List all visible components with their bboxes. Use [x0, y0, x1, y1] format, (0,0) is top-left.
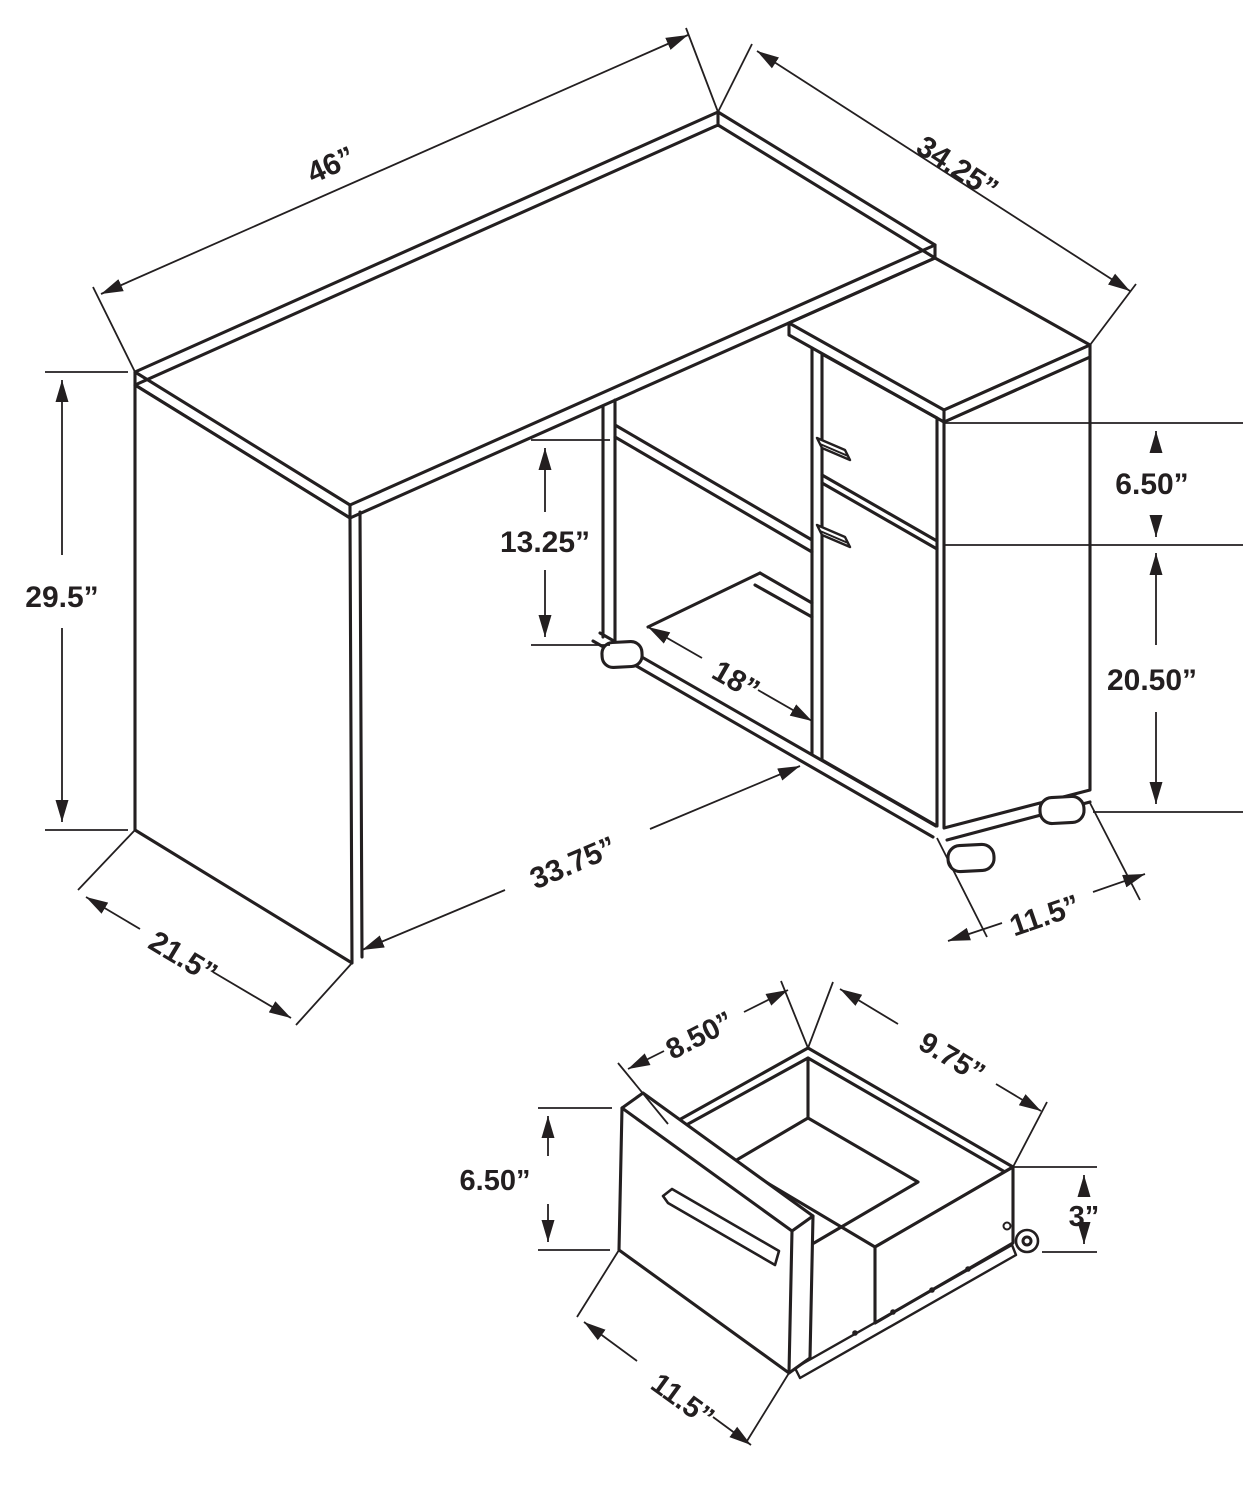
dim-label-11-5-drawer: 11.5”	[645, 1367, 720, 1434]
dim-line-right	[743, 989, 789, 1013]
dim-ext-lines	[1013, 1166, 1097, 1253]
dim-line-left	[361, 889, 506, 951]
cabinet-foot-back	[1038, 794, 1086, 826]
dim-desk-front-span: 33.75”	[361, 765, 801, 951]
shelf-ceiling-edge-lower	[613, 435, 814, 554]
dim-desk-height: 29.5”	[25, 371, 128, 831]
drawer-detail-view: 8.50” 9.75” 6.50” 3”	[460, 980, 1100, 1446]
cabinet-front-face	[820, 352, 939, 828]
dim-line	[756, 50, 1131, 292]
dim-line-right	[1092, 873, 1146, 893]
middle-shelf-front-edge	[758, 571, 814, 605]
dim-label-13-25: 13.25”	[500, 526, 590, 559]
drawer-slide-rail	[793, 1228, 1040, 1380]
rail-rivet	[965, 1266, 971, 1272]
dim-line-upper	[85, 896, 141, 930]
dim-label-11-5-cabinet: 11.5”	[1006, 889, 1085, 944]
drawer-screw-hole	[1002, 1221, 1012, 1231]
dim-line-right	[712, 1416, 752, 1446]
dim-ext-lines	[576, 1249, 790, 1442]
rail-rivet	[890, 1309, 896, 1315]
cabinet-drawer-divider	[820, 473, 939, 551]
cabinet-right-face	[942, 355, 1092, 830]
dim-drawer-box-height: 3”	[1013, 1166, 1100, 1253]
middle-shelf-front-edge-lower	[753, 583, 814, 619]
dim-ext-lines	[92, 27, 719, 373]
desktop-surface	[133, 110, 937, 507]
dim-label-29-5: 29.5”	[25, 581, 98, 614]
desk-isometric-view: 46” 34.25” 29.5” 21.5”	[25, 27, 1243, 1026]
middle-shelf-side-edge	[646, 571, 762, 629]
dim-line-left	[839, 988, 899, 1025]
dim-ext-lines	[45, 371, 128, 831]
dim-ext-lines	[944, 422, 1243, 546]
base-front-edge-lower	[591, 639, 935, 839]
dim-ext-lines	[531, 439, 610, 646]
dim-label-20-50: 20.50”	[1107, 664, 1197, 697]
desk-cabinet	[810, 346, 1092, 874]
left-panel-front-inner-edge	[358, 510, 364, 959]
door-handle-detail	[819, 530, 849, 544]
return-top-front-bottom-edge	[787, 321, 946, 424]
dim-line-lower	[212, 971, 292, 1019]
dim-ext-lines	[538, 1107, 612, 1251]
rail-rivet	[852, 1330, 858, 1336]
dim-shelf-clearance: 13.25”	[500, 439, 610, 646]
dim-line-right	[757, 689, 813, 722]
shelf-ceiling-edge	[614, 423, 813, 542]
dim-label-9-75: 9.75”	[913, 1026, 990, 1090]
dim-ext-lines	[77, 829, 353, 1026]
rail-rivet	[929, 1287, 935, 1293]
drawer-panel-edges	[620, 1106, 815, 1375]
rail-bars	[793, 1243, 1018, 1380]
rail-roller-hub	[1021, 1235, 1033, 1247]
drawer-box-interior	[704, 1056, 920, 1245]
drawer-box-right-wall	[873, 1165, 1015, 1325]
dim-label-34-25: 34.25”	[910, 130, 1004, 207]
dim-label-33-75: 33.75”	[525, 830, 621, 896]
dim-label-6-50-drawer: 6.50”	[460, 1165, 531, 1197]
drawer-handle-detail	[819, 443, 849, 457]
dim-line-left	[647, 626, 703, 659]
dim-line	[100, 34, 689, 295]
dim-label-21-5: 21.5”	[143, 925, 223, 991]
dim-line-left	[583, 1321, 638, 1362]
dim-cabinet-depth: 11.5”	[936, 802, 1146, 944]
dim-line-right	[995, 1083, 1042, 1112]
rail-roller-wheel	[1014, 1228, 1040, 1254]
drawer-box	[668, 1046, 1015, 1325]
dim-ext-lines	[807, 981, 1048, 1168]
dim-drawer-front-height: 6.50”	[944, 422, 1243, 546]
drawer-panel-handle-detail	[667, 1202, 780, 1266]
cabinet-foot-front	[946, 842, 996, 874]
desk-open-shelf-compartment	[591, 398, 938, 839]
dim-line-left	[627, 1050, 665, 1070]
dim-label-8-50: 8.50”	[661, 1006, 739, 1067]
desk-return-top	[787, 256, 1092, 424]
dim-label-6-50-cabinet: 6.50”	[1115, 468, 1188, 501]
dim-ext-lines	[717, 43, 1137, 346]
dim-line-left	[947, 922, 1003, 942]
dim-line-right	[649, 765, 801, 830]
desk-foot-left	[600, 639, 644, 670]
dim-label-3: 3”	[1069, 1201, 1100, 1233]
dim-door-height: 20.50”	[1093, 553, 1243, 813]
dim-drawer-front-height: 6.50”	[460, 1107, 612, 1251]
